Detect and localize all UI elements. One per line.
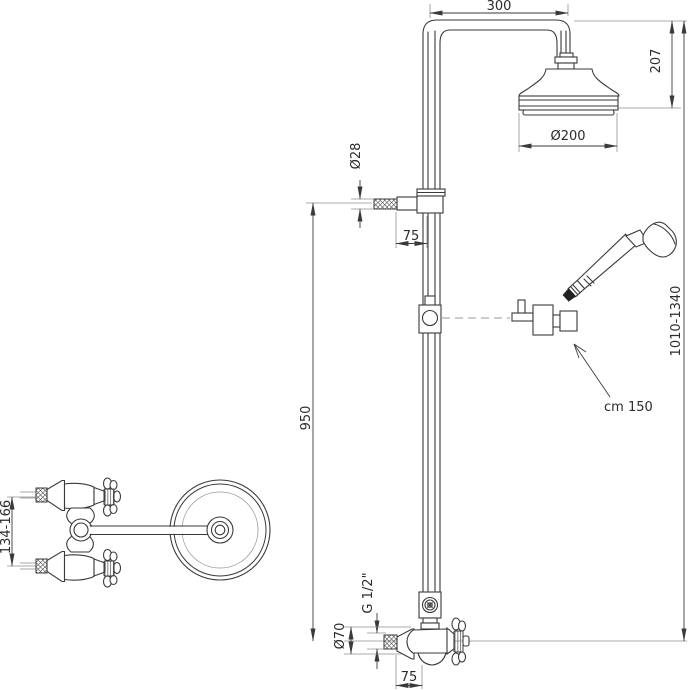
dim-label-hose-length: cm 150: [604, 400, 653, 415]
dimension-head-height: 207: [649, 20, 675, 109]
mixer-arm-bottom: [63, 554, 95, 581]
wall-outlet-connector: [373, 188, 446, 214]
dim-label-inlet-spacing: 134-166: [0, 500, 14, 554]
dim-label-overall-height: 1010-1340: [669, 286, 684, 357]
mixer-arm-top: [63, 482, 95, 510]
head-front-view: [89, 479, 271, 581]
mixer-thread-nipple: [383, 634, 398, 650]
dim-label-wall-offset: 75: [401, 670, 418, 685]
shower-slider: [418, 295, 442, 334]
diverter-valve: [418, 591, 442, 630]
escutcheon-top: [46, 479, 66, 512]
dimension-outlet-offset: 75: [395, 212, 428, 248]
riser-pipe: [422, 19, 571, 593]
dimension-escutcheon-diameter: Ø70: [333, 623, 411, 655]
dimension-inlet-spacing: 134-166: [0, 496, 36, 567]
dim-label-head-height: 207: [649, 49, 664, 74]
dim-label-escutcheon-diameter: Ø70: [333, 623, 348, 650]
valve-bonnet: [446, 626, 455, 656]
handshower-cone-tip: [562, 288, 577, 302]
mixer-front-view: [20, 477, 122, 588]
dim-label-outlet-diameter: Ø28: [349, 143, 364, 170]
mixer-body: [406, 628, 453, 654]
inlet-nipple-bottom: [35, 558, 48, 574]
dim-label-thread-size: G 1/2": [361, 572, 376, 613]
escutcheon-bottom: [46, 550, 66, 583]
cross-handle-hub-bottom: [103, 560, 115, 577]
dimension-hose-length: cm 150: [573, 343, 653, 415]
hand-shower: [562, 221, 677, 302]
dim-label-riser-height: 950: [299, 406, 314, 431]
overhead-shower-head: [518, 52, 620, 116]
dimension-overall-height: 1010-1340: [669, 20, 687, 642]
cross-handle-knob: [462, 635, 470, 647]
handshower-head: [642, 221, 677, 258]
cross-handle-hub-top: [103, 488, 115, 506]
inlet-nipple-top: [35, 487, 48, 503]
reference-lines: [306, 20, 687, 642]
dim-label-arm-width: 300: [487, 0, 512, 14]
dim-label-head-diameter: Ø200: [550, 129, 585, 144]
dimension-riser-height: 950: [299, 202, 316, 642]
dimension-thread-size: G 1/2": [361, 572, 386, 669]
shower-arm-pipe: [90, 526, 208, 534]
dimension-head-diameter: Ø200: [518, 113, 618, 152]
dimension-outlet-diameter: Ø28: [349, 143, 373, 228]
dimension-arm-width: 300: [429, 0, 569, 18]
cross-handle-hub: [453, 630, 464, 653]
handshower-holder: [511, 299, 578, 336]
wall-mixer-side-view: [383, 617, 470, 666]
thread-nipple: [373, 198, 398, 210]
dimension-wall-offset: 75: [395, 655, 423, 689]
dim-label-outlet-offset: 75: [403, 229, 420, 244]
